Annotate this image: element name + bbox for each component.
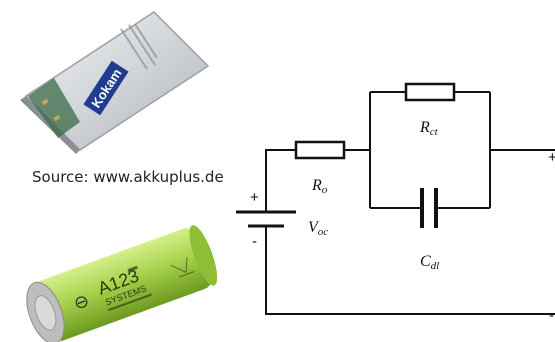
- source-minus-sign: -: [252, 233, 257, 250]
- terminal-minus-sign: -: [549, 307, 554, 324]
- voltage-source-voc: [236, 210, 296, 228]
- label-cdl: Cdl: [420, 253, 439, 272]
- label-ro: Ro: [311, 177, 328, 196]
- source-caption: Source: www.akkuplus.de: [32, 168, 224, 186]
- pouch-cell-image: Kokam: [20, 11, 210, 154]
- cell-minus-symbol: ⊖: [71, 290, 92, 315]
- resistor-ro: [294, 140, 346, 160]
- wire-source-top: [265, 149, 296, 212]
- terminal-plus-sign: +: [548, 149, 555, 166]
- cylindrical-cell-image: ⊖ A123 SYSTEMS: [26, 225, 218, 342]
- resistor-rct: [404, 82, 456, 102]
- pouch-brand-label: [83, 60, 129, 116]
- wire-source-bottom: [265, 226, 555, 315]
- source-plus-sign: +: [250, 189, 259, 206]
- label-rct: Rct: [419, 119, 439, 138]
- capacitor-cdl: [420, 188, 438, 228]
- equivalent-circuit: + - + - Ro Rct Cdl Voc: [236, 82, 555, 324]
- label-voc: Voc: [308, 219, 328, 238]
